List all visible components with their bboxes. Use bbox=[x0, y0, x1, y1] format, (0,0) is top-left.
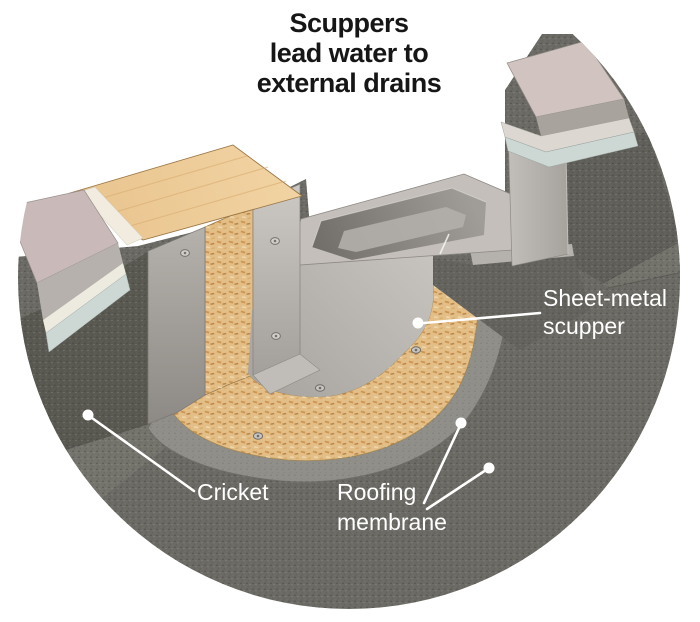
title-line-2: lead water to bbox=[270, 38, 429, 68]
coping-band-white bbox=[43, 263, 126, 333]
pillar-cap-band-blue bbox=[504, 131, 639, 168]
rivet bbox=[314, 384, 326, 392]
leader-line bbox=[422, 426, 461, 505]
rivets bbox=[180, 237, 422, 440]
rivet bbox=[270, 237, 280, 245]
title-block: Scuppers lead water to external drains bbox=[257, 8, 442, 98]
title-line-1: Scuppers bbox=[289, 8, 408, 38]
wood-grain-line bbox=[129, 180, 287, 227]
flashing-panel-left bbox=[147, 226, 206, 425]
pillar-cap-side bbox=[536, 99, 629, 136]
membrane-flap-texture bbox=[433, 256, 590, 350]
label-roofing-membrane: Roofing bbox=[337, 479, 416, 505]
tray-scratch-highlight bbox=[439, 233, 450, 255]
label-cricket: Cricket bbox=[197, 479, 269, 505]
leader-line bbox=[422, 311, 542, 325]
leader-dot bbox=[455, 417, 467, 429]
curb-end-band bbox=[78, 186, 144, 246]
leader-line bbox=[425, 468, 488, 511]
flashing-panel-flap bbox=[252, 353, 321, 395]
rivet bbox=[271, 332, 281, 340]
coping-band-blue bbox=[45, 273, 131, 353]
leader-line bbox=[90, 416, 196, 493]
wood-grain-line bbox=[111, 166, 269, 214]
callout-cricket: Cricket bbox=[82, 409, 269, 505]
roof-cutaway-scene bbox=[18, 34, 680, 609]
tray-edge-highlight bbox=[311, 187, 487, 248]
callout-roofing-membrane: Roofing membrane bbox=[337, 417, 495, 535]
pillar-edge-highlight bbox=[565, 151, 569, 255]
label-sheet-metal-scupper-2: scupper bbox=[543, 313, 625, 339]
rivet bbox=[410, 346, 422, 354]
wood-grain-line bbox=[91, 155, 248, 202]
scupper-tray-floor bbox=[338, 207, 466, 252]
rivet bbox=[252, 432, 264, 440]
title-line-3: external drains bbox=[257, 68, 442, 98]
leader-dot bbox=[82, 409, 94, 421]
callout-sheet-metal-scupper: Sheet-metal scupper bbox=[412, 285, 667, 339]
label-sheet-metal-scupper: Sheet-metal bbox=[543, 285, 667, 311]
flashing-panel-right bbox=[252, 183, 301, 380]
rivet bbox=[180, 249, 190, 257]
coping-cap-side bbox=[37, 243, 123, 320]
label-roofing-membrane-2: membrane bbox=[337, 509, 447, 535]
leader-dot bbox=[483, 462, 495, 474]
osb-texture bbox=[166, 206, 479, 461]
leader-dot bbox=[412, 317, 424, 329]
